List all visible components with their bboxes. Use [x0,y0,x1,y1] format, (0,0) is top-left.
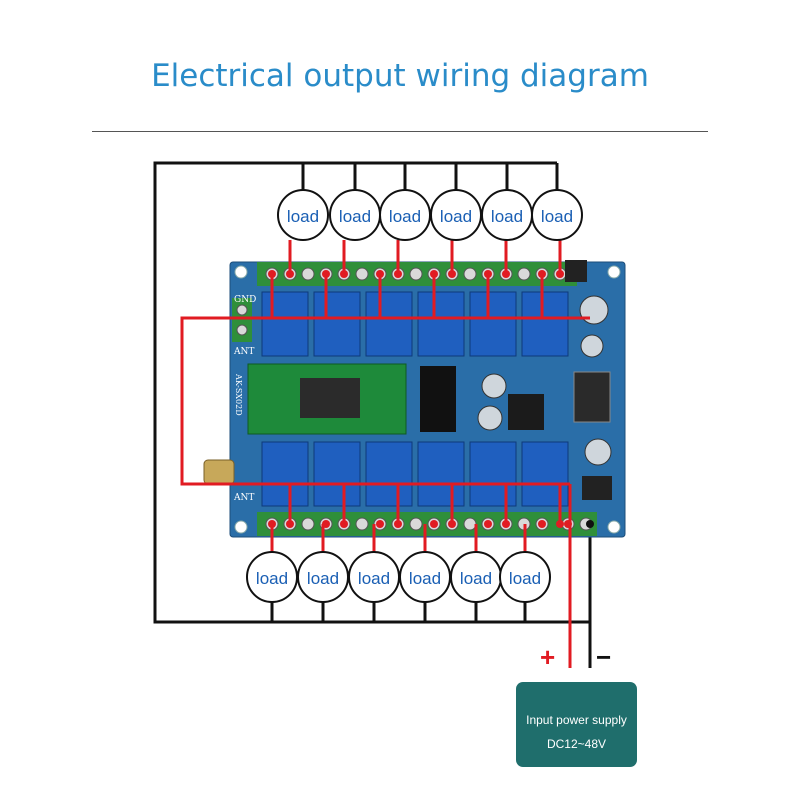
load-bottom-6: load [499,551,551,603]
diagram-title: Electrical output wiring diagram [151,58,649,94]
power-supply-voltage: DC12~48V [546,737,607,751]
load-label: load [460,569,492,588]
label-ant-top: ANT [233,347,254,357]
load-top-5: load [481,189,533,241]
label-ant-bottom: ANT [233,493,254,503]
bottom-loads: load load load load load load [246,551,551,603]
load-bottom-2: load [297,551,349,603]
load-bottom-5: load [450,551,502,603]
label-model: AK-SX02D [234,373,243,416]
black-wire-joint [586,520,594,528]
load-label: load [389,207,421,226]
red-wire-joints [268,270,572,528]
black-return-wire [153,161,592,668]
positive-sign: + [540,642,556,672]
load-bottom-1: load [246,551,298,603]
relay-board: GND ANT ANT AK-SX02D [203,260,626,538]
load-bottom-3: load [348,551,400,603]
top-loads: load load load load load load [277,189,583,241]
load-label: load [307,569,339,588]
load-label: load [358,569,390,588]
load-label: load [440,207,472,226]
load-bottom-4: load [399,551,451,603]
load-label: load [509,569,541,588]
negative-sign: − [596,642,612,672]
load-top-3: load [379,189,431,241]
power-supply-label: Input power supply [526,713,627,727]
label-gnd: GND [234,295,256,305]
load-top-6: load [531,189,583,241]
load-label: load [491,207,523,226]
power-supply-box: Input power supply DC12~48V [516,682,637,767]
title-divider [92,131,708,132]
load-label: load [409,569,441,588]
load-top-1: load [277,189,329,241]
red-wires [180,240,590,668]
load-top-4: load [430,189,482,241]
load-top-2: load [329,189,381,241]
load-label: load [256,569,288,588]
load-label: load [287,207,319,226]
load-label: load [541,207,573,226]
load-label: load [339,207,371,226]
